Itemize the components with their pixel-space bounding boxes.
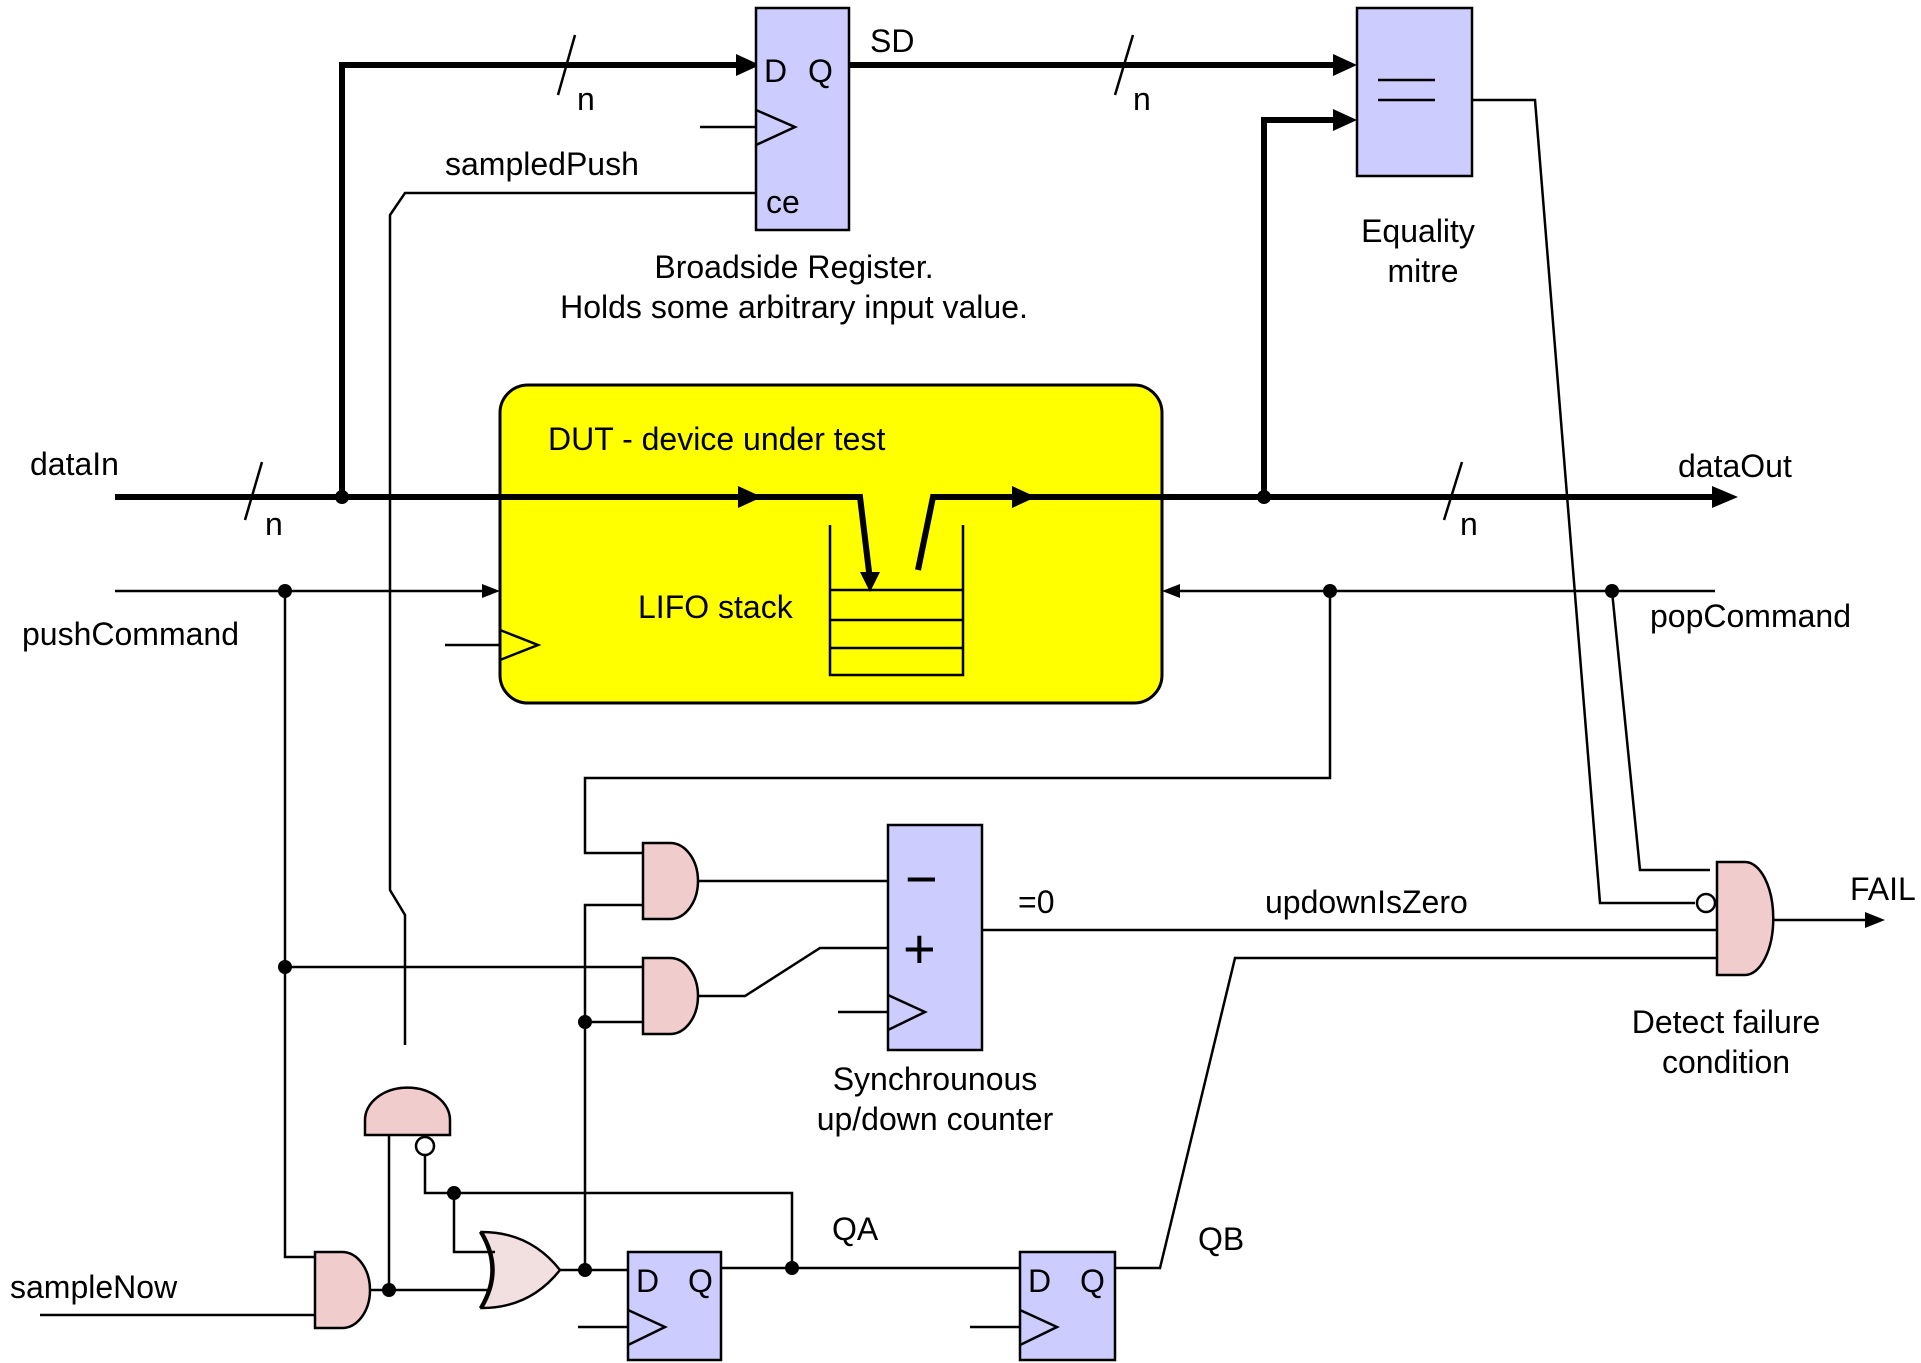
dut-clock-icon bbox=[499, 628, 542, 662]
data-out-arrow bbox=[1712, 486, 1738, 508]
and-gate-down bbox=[641, 841, 700, 921]
lifo-stack-label: LIFO stack bbox=[638, 589, 794, 625]
fail-label: FAIL bbox=[1850, 871, 1916, 907]
bus-width-label: n bbox=[265, 506, 283, 542]
fail-gate-inverter-bubble bbox=[1695, 892, 1717, 914]
register-d-label: D bbox=[764, 53, 787, 89]
fail-output-arrow bbox=[1865, 912, 1885, 928]
broadside-caption-1: Broadside Register. bbox=[654, 249, 933, 285]
counter-plus-icon: + bbox=[903, 917, 936, 980]
dut-title: DUT - device under test bbox=[548, 421, 885, 457]
counter-minus-icon: − bbox=[905, 847, 938, 910]
bus-width-label: n bbox=[577, 81, 595, 117]
ff-a-d-label: D bbox=[636, 1263, 659, 1299]
register-clock-icon bbox=[755, 108, 799, 147]
eq-zero-label: =0 bbox=[1018, 884, 1054, 920]
sampled-push-inverter-bubble bbox=[414, 1135, 436, 1157]
data-bus-in bbox=[115, 494, 873, 581]
mitre-caption-1: Equality bbox=[1361, 213, 1475, 249]
bus-width-label: n bbox=[1133, 81, 1151, 117]
data-in-label: dataIn bbox=[30, 446, 119, 482]
fail-caption-1: Detect failure bbox=[1632, 1004, 1821, 1040]
counter-clock-icon bbox=[887, 993, 928, 1032]
counter-caption-1: Synchrounous bbox=[833, 1061, 1038, 1097]
flip-flop-b bbox=[1018, 1250, 1117, 1362]
updown-counter bbox=[886, 823, 984, 1052]
ff-b-clock-icon bbox=[1019, 1308, 1060, 1347]
register-ce-label: ce bbox=[766, 184, 800, 220]
updown-is-zero-label: updownIsZero bbox=[1265, 884, 1468, 920]
ff-b-d-label: D bbox=[1028, 1263, 1051, 1299]
and-gate-up bbox=[641, 956, 700, 1036]
fail-caption-2: condition bbox=[1662, 1044, 1790, 1080]
broadside-caption-2: Holds some arbitrary input value. bbox=[560, 289, 1028, 325]
fail-and-gate bbox=[1715, 860, 1775, 977]
broadside-register bbox=[754, 6, 851, 232]
counter-caption-2: up/down counter bbox=[817, 1101, 1054, 1137]
mitre-caption-2: mitre bbox=[1387, 253, 1458, 289]
sample-now-and-gate bbox=[313, 1250, 372, 1330]
data-out-label: dataOut bbox=[1678, 448, 1792, 484]
pop-command-label: popCommand bbox=[1650, 598, 1851, 634]
sample-now-label: sampleNow bbox=[10, 1269, 178, 1305]
qa-label: QA bbox=[832, 1211, 879, 1247]
or-gate bbox=[479, 1230, 562, 1310]
register-q-label: Q bbox=[808, 53, 833, 89]
push-command-label: pushCommand bbox=[22, 616, 239, 652]
sd-label: SD bbox=[870, 23, 914, 59]
flip-flop-a bbox=[626, 1250, 723, 1362]
equality-mitre bbox=[1355, 6, 1474, 178]
sampled-push-and-gate bbox=[363, 1086, 452, 1137]
ff-a-q-label: Q bbox=[688, 1263, 713, 1299]
bus-width-label: n bbox=[1460, 506, 1478, 542]
ff-a-clock-icon bbox=[627, 1308, 668, 1347]
sampled-push-wire bbox=[388, 191, 756, 1045]
sampled-push-label: sampledPush bbox=[445, 146, 639, 182]
qb-label: QB bbox=[1198, 1221, 1244, 1257]
ff-b-q-label: Q bbox=[1080, 1263, 1105, 1299]
lifo-stack-icon bbox=[828, 525, 965, 677]
